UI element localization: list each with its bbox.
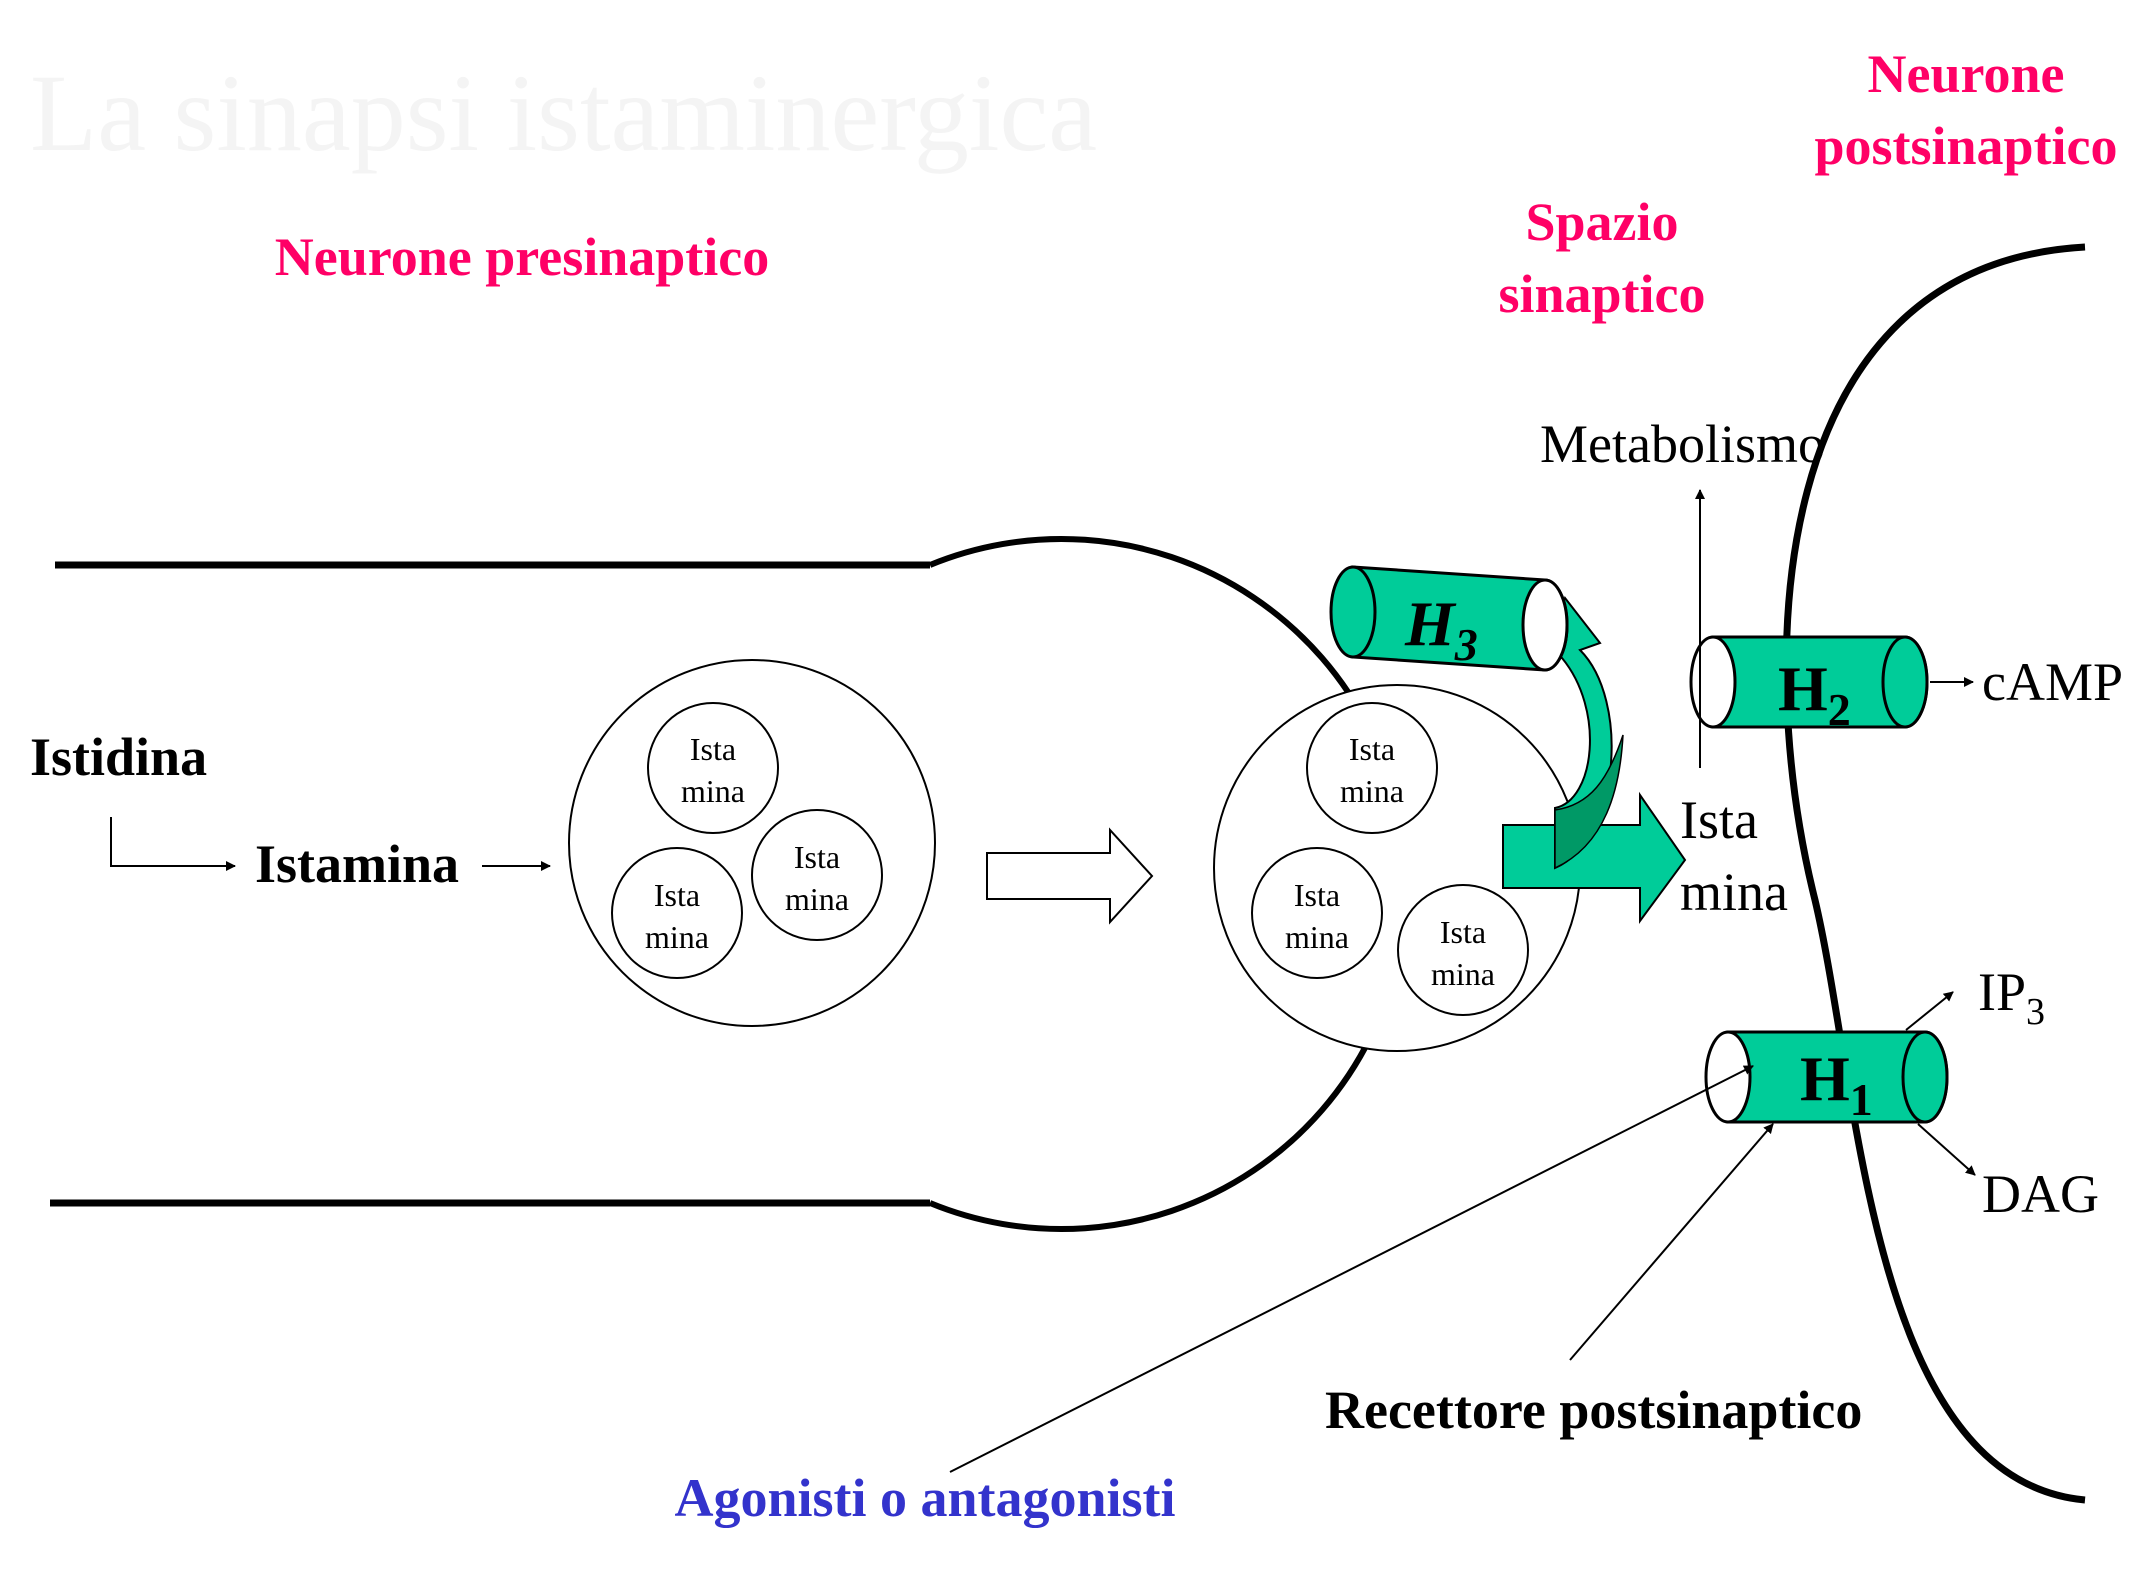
vesicle-granule bbox=[1251, 847, 1383, 979]
granule-text-line1: Ista bbox=[690, 731, 736, 767]
h1-receptor: H1 bbox=[1704, 1030, 1949, 1125]
granule-text-line2: mina bbox=[785, 881, 849, 917]
label-released-ista: Ista bbox=[1680, 790, 1758, 850]
vesicle-granule bbox=[1306, 702, 1438, 834]
granule-text-line2: mina bbox=[1340, 773, 1404, 809]
h2-receptor: H2 bbox=[1689, 635, 1929, 735]
label-recettore-postsinaptico: Recettore postsinaptico bbox=[1325, 1380, 1862, 1440]
receptor-pointer-arrow bbox=[1569, 1123, 1774, 1361]
vesicle-granule bbox=[611, 847, 743, 979]
label-istamina: Istamina bbox=[255, 834, 459, 894]
granule-text-line1: Ista bbox=[1294, 877, 1340, 913]
granule-text-line1: Ista bbox=[1440, 914, 1486, 950]
label-sinaptico: sinaptico bbox=[1498, 264, 1705, 324]
label-neurone: Neurone bbox=[1868, 44, 2065, 104]
svg-text:H1: H1 bbox=[1800, 1043, 1873, 1125]
label-postsinaptico: postsinaptico bbox=[1814, 116, 2117, 176]
label-dag: DAG bbox=[1982, 1164, 2099, 1224]
h3-autoreceptor: H3 bbox=[1329, 565, 1569, 672]
h1-label: H bbox=[1800, 1043, 1850, 1114]
vesicle-transport-arrow bbox=[986, 827, 1154, 925]
dag-arrow bbox=[1917, 1123, 1976, 1176]
label-neurone-presinaptico: Neurone presinaptico bbox=[275, 227, 770, 287]
release-arrow bbox=[1502, 791, 1687, 925]
vesicle-granule bbox=[751, 809, 883, 941]
watermark-title: La sinapsi istaminergica bbox=[30, 52, 1097, 174]
label-released-mina: mina bbox=[1680, 862, 1788, 922]
h2-subscript: 2 bbox=[1828, 684, 1851, 735]
svg-text:H3: H3 bbox=[1404, 588, 1478, 670]
agonist-pointer-arrow bbox=[949, 1065, 1754, 1473]
label-spazio: Spazio bbox=[1525, 192, 1678, 252]
h3-label: H bbox=[1404, 588, 1457, 659]
h2-label: H bbox=[1778, 653, 1828, 724]
vesicle-granule bbox=[1397, 884, 1529, 1016]
granule-text-line1: Ista bbox=[1349, 731, 1395, 767]
label-metabolismo: Metabolismo bbox=[1540, 414, 1825, 474]
h3-subscript: 3 bbox=[1454, 619, 1478, 670]
svg-text:H2: H2 bbox=[1778, 653, 1851, 735]
feedback-arrow-shadow bbox=[1554, 734, 1624, 870]
granule-text-line1: Ista bbox=[654, 877, 700, 913]
postsynaptic-membrane bbox=[1782, 243, 2086, 1504]
label-camp: cAMP bbox=[1982, 652, 2123, 712]
label-agonisti-antagonisti: Agonisti o antagonisti bbox=[674, 1468, 1175, 1528]
granule-text-line2: mina bbox=[681, 773, 745, 809]
granule-text-line1: Ista bbox=[794, 839, 840, 875]
label-istidina: Istidina bbox=[30, 727, 207, 787]
granule-text-line2: mina bbox=[1431, 956, 1495, 992]
label-ip3: IP3 bbox=[1978, 962, 2045, 1033]
granule-text-line2: mina bbox=[1285, 919, 1349, 955]
ip3-arrow bbox=[1905, 991, 1954, 1031]
synthesis-arrow bbox=[110, 817, 236, 871]
vesicle-granule bbox=[647, 702, 779, 834]
ip3-main: IP bbox=[1978, 962, 2026, 1022]
h1-subscript: 1 bbox=[1850, 1074, 1873, 1125]
granule-text-line2: mina bbox=[645, 919, 709, 955]
ip3-subscript: 3 bbox=[2026, 991, 2045, 1033]
